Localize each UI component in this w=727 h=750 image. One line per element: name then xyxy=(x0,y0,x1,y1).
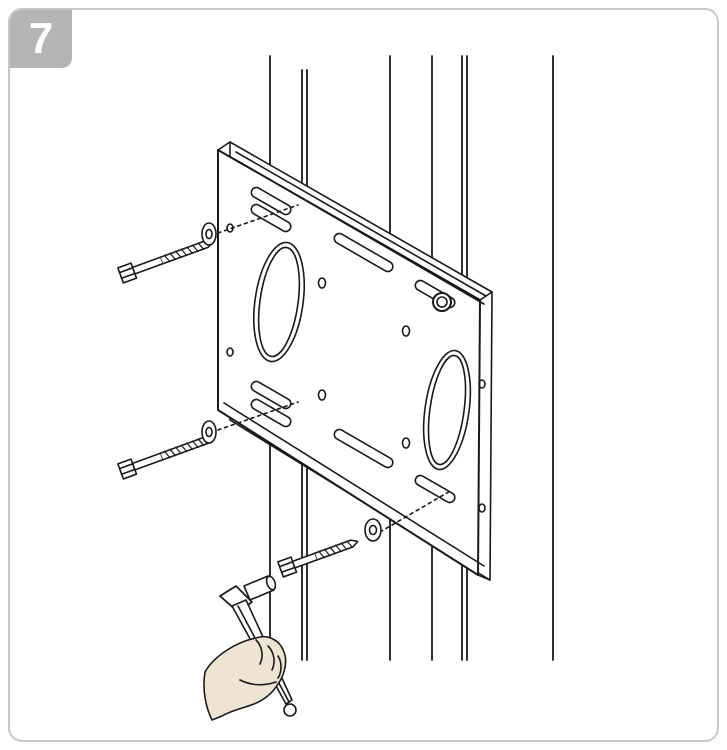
lag-bolt-top-left xyxy=(117,222,217,284)
lag-bolt-bottom-right xyxy=(277,518,382,578)
step-number: 7 xyxy=(28,14,54,63)
washer xyxy=(201,420,217,444)
lag-bolt-bottom-left xyxy=(117,420,217,480)
gloved-hand xyxy=(203,636,287,721)
step-number-badge: 7 xyxy=(10,10,72,68)
alignment-guides xyxy=(217,204,453,533)
washer xyxy=(364,518,382,542)
mounting-plate xyxy=(217,141,493,581)
washer xyxy=(201,222,217,246)
